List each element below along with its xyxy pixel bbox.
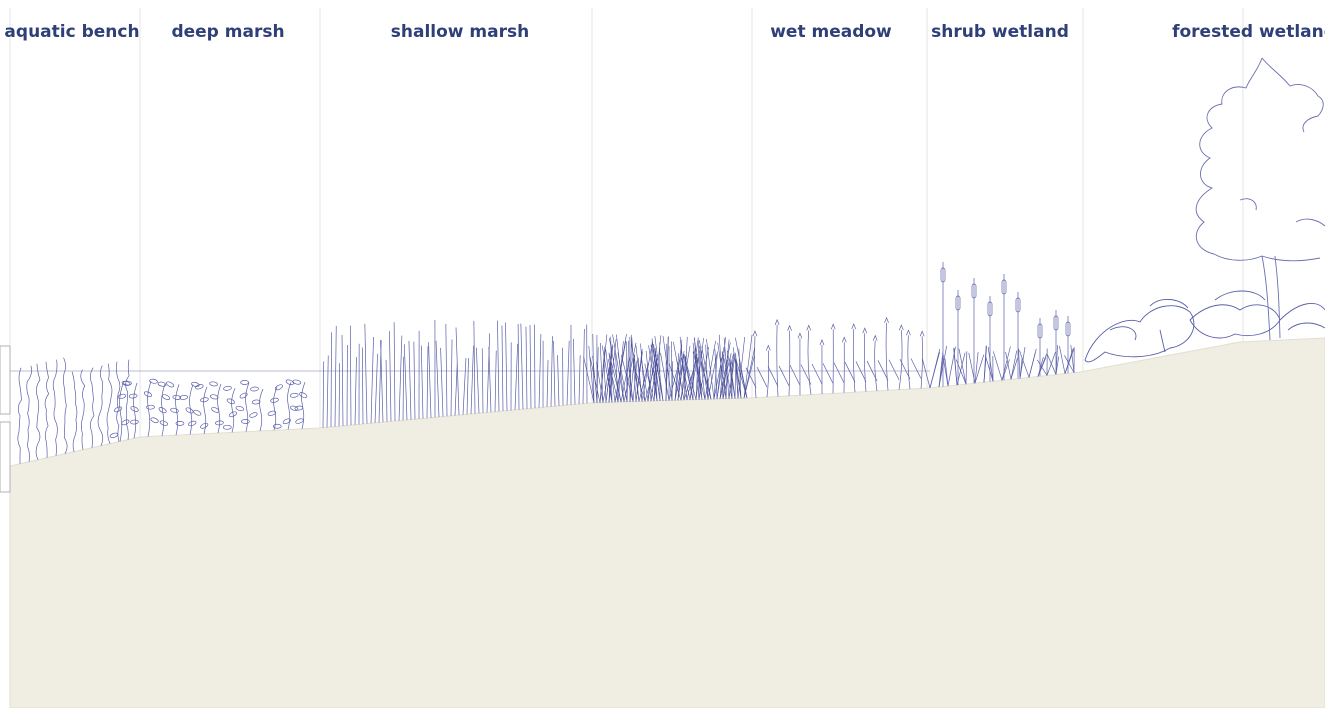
left-edge-gauge <box>0 345 11 493</box>
zone-label-forested-wetland: forested wetland <box>1172 22 1325 42</box>
zone-label-shallow-marsh: shallow marsh <box>390 22 530 42</box>
sedge-clump-icon <box>583 333 755 403</box>
zone-label-aquatic-bench: aquatic bench <box>4 22 140 42</box>
flowering-forb-icon <box>745 316 925 398</box>
reed-icon <box>322 320 588 428</box>
zone-label-shrub-wetland: shrub wetland <box>931 22 1069 42</box>
tree-icon <box>1195 57 1325 341</box>
shrub-icon <box>1084 290 1325 363</box>
zone-dividers <box>9 8 1244 708</box>
zone-label-deep-marsh: deep marsh <box>171 22 285 42</box>
floating-leaf-icon <box>109 378 308 442</box>
soil-profile <box>9 337 1325 708</box>
zone-label-wet-meadow: wet meadow <box>770 22 892 42</box>
submerged-weed-icon <box>17 357 130 464</box>
cattail-icon <box>922 262 1075 389</box>
